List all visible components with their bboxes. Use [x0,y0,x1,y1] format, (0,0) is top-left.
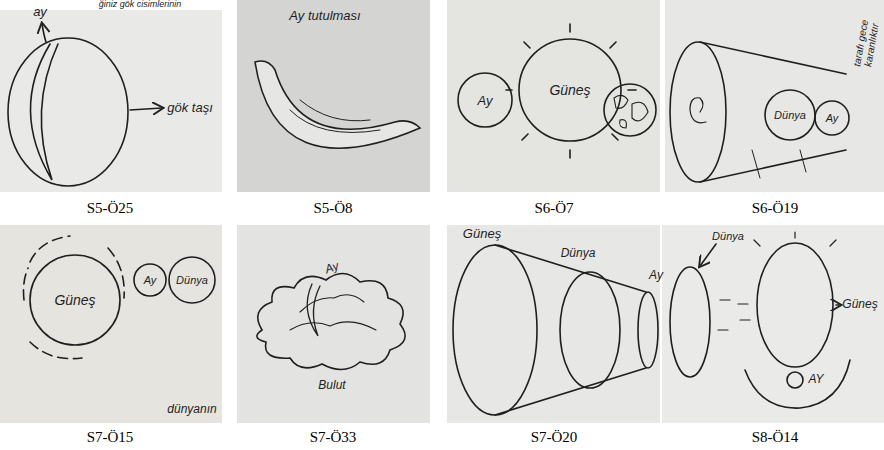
earth-ellipse [670,267,710,377]
body-name: Güneş [54,292,95,308]
sun-ellipse [453,245,537,415]
body-name: Ay [144,274,157,286]
crescent [30,44,58,180]
hatching [752,150,806,178]
body-name: Güneş [549,82,590,98]
handwritten-label: Güneş [842,298,877,311]
moon-crescent [307,284,320,336]
handwritten-label: dünyanın [167,403,216,416]
photo-ground [447,225,660,423]
body-circle: Ay [457,72,513,128]
circle-outline [458,73,512,127]
moon-ellipse [638,292,658,368]
earth-ellipse [560,272,620,388]
panel-caption: S8-Ö14 [752,429,799,446]
photo-ground [237,0,430,192]
ink-drawings [8,24,850,415]
earth-drawing [604,84,656,136]
handwritten-label: gök taşı [167,101,213,115]
sun-ellipse [757,243,833,367]
circle-outline [169,257,215,303]
panel-caption: S6-Ö7 [534,200,573,217]
body-circle: Dünya [168,256,216,304]
leader-arrow [42,24,46,42]
photo-ground [665,0,884,192]
panel-caption: S7-Ö15 [87,429,134,446]
body-name: Dünya [176,274,208,286]
photo-ground [0,10,222,192]
handwritten-label: Dünya [712,230,744,242]
body-circle: Ay [133,263,167,297]
circle-outline [134,264,166,296]
shading [290,100,380,133]
photo-ground [0,225,222,423]
orbit-arc [745,360,850,408]
handwritten-label: Güneş [463,227,501,241]
photo-ground [447,0,660,192]
circle-outline [519,39,621,141]
meteor-circle [8,38,128,186]
body-name: Dünya [774,109,806,121]
panel-caption: S6-Ö19 [752,200,799,217]
light-cone [700,42,846,182]
spiral [690,98,706,123]
cloud-scallops [290,295,376,330]
moon-circle [787,372,803,388]
sun-glow [24,236,125,359]
body-name: Ay [826,112,839,124]
panel-grounds [0,0,884,423]
crescent-moon [255,61,420,148]
handwritten-label: ay [33,5,47,19]
cloud [257,273,405,369]
leader-arrow [836,304,840,306]
body-circle: Ay [814,100,850,136]
leader-arrow [700,244,716,266]
continents [614,95,648,128]
shadow-cone [495,245,646,415]
handwritten-label: Ay tutulması [289,9,360,23]
panel-caption: S5-Ö25 [87,200,134,217]
leader-arrow [130,108,162,110]
body-circle: Dünya [764,89,816,141]
panel-caption: S7-Ö33 [310,429,357,446]
circle-outline [815,101,849,135]
body-name: Ay [477,93,492,108]
circle-outline [30,255,120,345]
circle-outline [765,90,815,140]
sun-rays [506,24,636,158]
sun-ellipse [670,42,726,182]
panel-caption: S7-Ö20 [531,429,578,446]
photo-ground [237,225,430,423]
handwritten-label: AY [808,373,823,386]
handwritten-label: Bulut [318,379,345,392]
handwritten-label: Ay [649,269,663,282]
sun-rays [718,232,836,330]
handwritten-label: ğiniz gök cisimlerinin [99,0,182,10]
photo-ground [662,225,884,423]
body-circle: Güneş [29,254,121,346]
handwritten-label: Dünya [561,247,596,260]
body-circle: Güneş [518,38,622,142]
panel-caption: S5-Ö8 [313,200,352,217]
